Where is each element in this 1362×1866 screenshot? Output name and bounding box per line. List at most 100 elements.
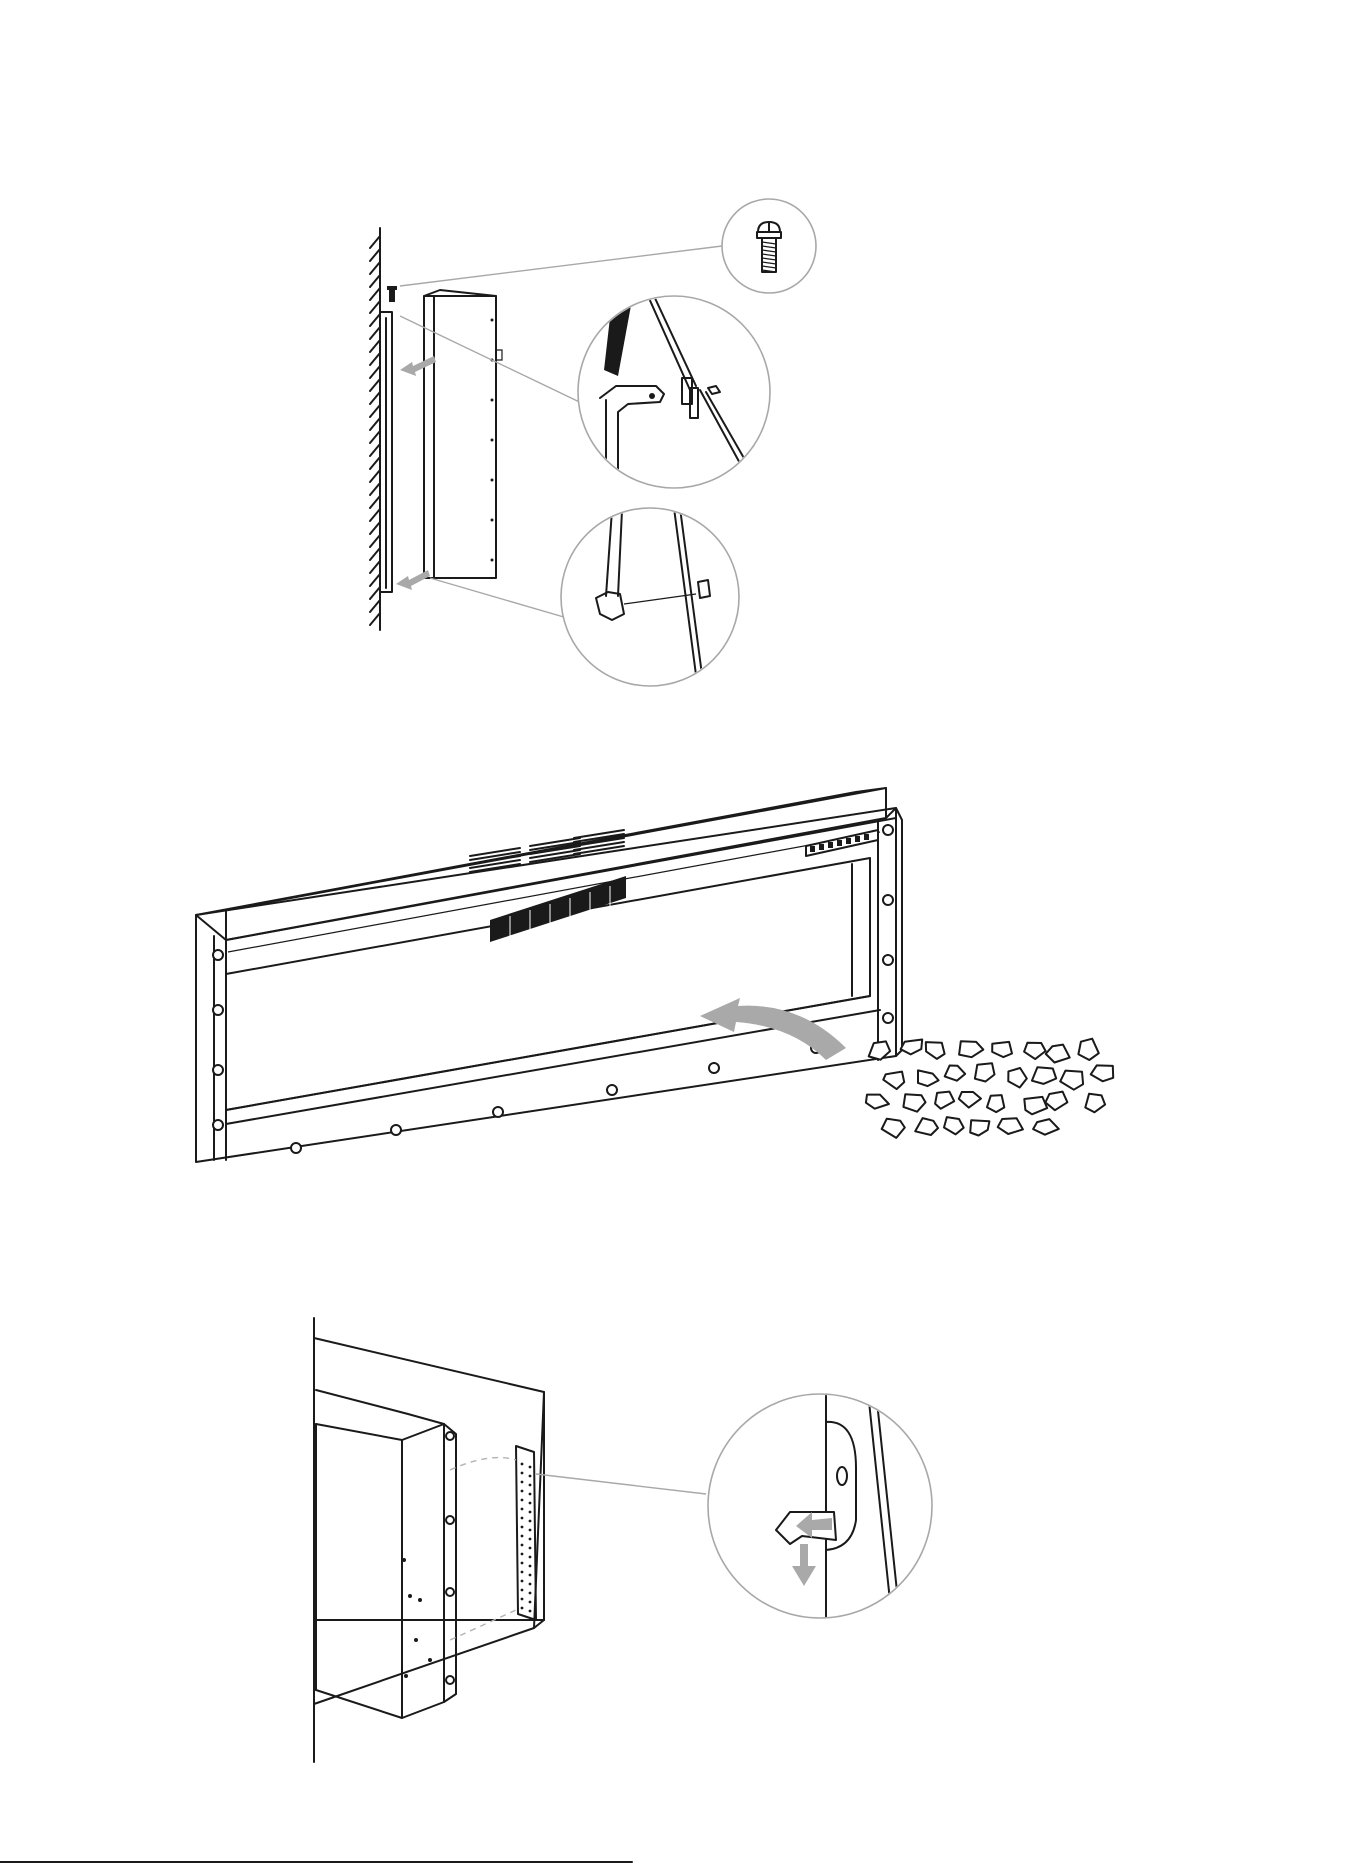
bracket-bolt [446,1676,454,1684]
vent-slot [470,864,520,872]
detail-bottom-bracket [561,508,739,690]
bracket-bolt [446,1432,454,1440]
figure-fireplace-front-with-crystals [196,788,1113,1162]
wall-hatch-line [370,483,380,495]
wall-hatch-line [370,548,380,560]
strip-hole [529,1475,532,1478]
strip-hole [521,1535,524,1538]
wall-hatch-line [370,457,380,469]
crystal [1045,1092,1067,1111]
strip-hole [529,1610,532,1613]
strip-hole [529,1538,532,1541]
wall-hatch-line [370,262,380,274]
crystal [883,1072,904,1090]
bolt [213,1065,223,1075]
crystal [1060,1071,1083,1090]
strip-hole [521,1589,524,1592]
strip-hole [521,1517,524,1520]
detail-top-bracket [578,296,770,500]
strip-hole [529,1574,532,1577]
bolt [493,1107,503,1117]
crystal [959,1092,981,1108]
strip-hole [521,1598,524,1601]
strip-hole [521,1481,524,1484]
crystal [1085,1094,1105,1113]
wall-hatch-line [370,275,380,287]
wall-hatch-line [370,314,380,326]
control-panel [806,830,878,856]
control-button-icon [846,838,851,844]
crystal [998,1118,1023,1134]
strip-hole [529,1556,532,1559]
bolt [213,1120,223,1130]
strip-hole [521,1607,524,1610]
strip-hole [529,1565,532,1568]
crystal-pile [866,1039,1113,1138]
wall-hatch-line [370,444,380,456]
strip-hole [529,1601,532,1604]
wall-hatch-line [370,301,380,313]
figure-wall-mount-side-view [370,199,816,690]
wall-hatch-line [370,561,380,573]
crystal [903,1094,925,1111]
crystal [918,1070,939,1086]
wall-hatch-line [370,327,380,339]
body-dot [491,319,494,322]
detail-tab [708,1392,932,1620]
body-dot [491,559,494,562]
strip-hole [521,1463,524,1466]
crystal [1024,1097,1047,1114]
crystal [915,1118,938,1135]
strip-hole [529,1493,532,1496]
mounting-bracket [381,312,392,592]
screw-hole [408,1594,412,1598]
vent-slot [470,856,520,864]
wall-hatch-line [370,418,380,430]
crystal [935,1092,954,1109]
crystal [926,1042,945,1059]
bolt [883,825,893,835]
crystal [992,1042,1012,1057]
screw-hole [428,1658,432,1662]
wall-hatch-line [370,366,380,378]
wall-hatch-line [370,574,380,586]
screw [387,286,397,302]
bolt [213,1005,223,1015]
crystal [1008,1068,1027,1088]
wall-hatch-line [370,587,380,599]
strip-hole [521,1472,524,1475]
wall [370,228,380,630]
screw-hole [414,1638,418,1642]
wall-hatch-line [370,509,380,521]
strip-hole [521,1490,524,1493]
bolt [883,955,893,965]
strip-hole [529,1520,532,1523]
fireplace-body [196,788,902,1162]
front-grille [490,876,626,942]
crystal [1046,1045,1070,1063]
bolt [883,895,893,905]
crystal [882,1119,905,1138]
bolt [213,950,223,960]
wall-hatch-line [370,249,380,261]
body-dot [491,519,494,522]
crystal [1091,1065,1114,1081]
wall-hatch-line [370,353,380,365]
strip-hole [521,1544,524,1547]
control-button-icon [819,844,824,850]
control-button-icon [855,836,860,842]
strip-hole [529,1502,532,1505]
fireplace-body-recessed [316,1390,444,1718]
bolt [291,1143,301,1153]
mount-arrows [396,356,436,590]
strip-hole [529,1511,532,1514]
strip-hole [521,1562,524,1565]
bracket-bolt [446,1516,454,1524]
bracket-bolt [446,1588,454,1596]
wall-hatch-line [370,496,380,508]
strip-hole [521,1571,524,1574]
strip-hole [521,1499,524,1502]
control-button-icon [837,840,842,846]
